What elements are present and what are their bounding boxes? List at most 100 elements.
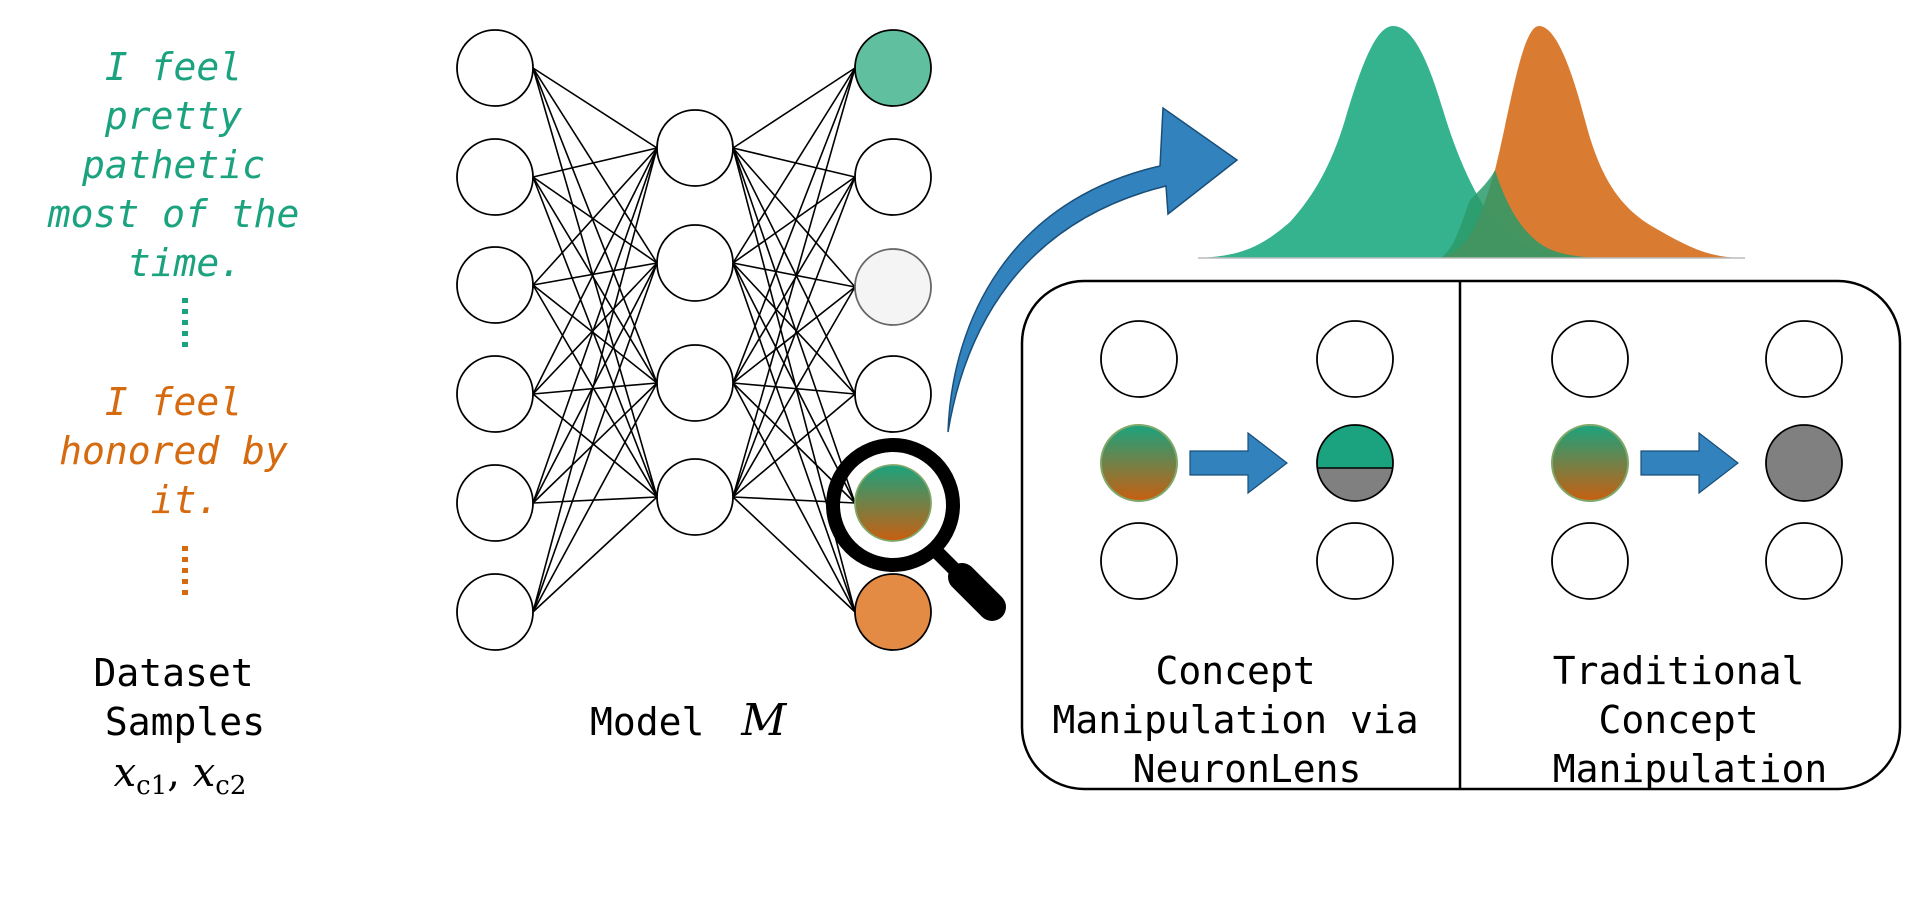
network-edge — [532, 382, 658, 504]
network-edge — [532, 67, 658, 498]
network-edge — [532, 147, 658, 286]
network-edge — [732, 67, 856, 149]
network-edge — [732, 67, 856, 384]
neuron-suppressed — [1765, 424, 1843, 502]
network-edge — [532, 382, 658, 613]
model-label: Model M — [590, 695, 787, 746]
network-edge — [732, 286, 856, 498]
network-edge — [532, 262, 658, 286]
neuron — [854, 138, 932, 216]
network-edge — [732, 382, 856, 395]
distribution-overlap — [1440, 170, 1600, 258]
curved-arrow-icon — [947, 106, 1239, 433]
network-edge — [732, 262, 856, 395]
dataset-label-line: Samples — [105, 700, 265, 744]
network-edge — [732, 382, 856, 613]
network-edge — [532, 262, 658, 613]
arrow-right-icon — [1189, 431, 1288, 495]
network-edge — [732, 393, 856, 498]
distribution-concept2 — [1440, 26, 1745, 258]
neuron — [1765, 320, 1843, 398]
panel-traditional: Traditional Concept Manipulation — [1551, 320, 1843, 791]
activation-distributions — [1198, 26, 1745, 259]
sample2-line: honored by — [59, 429, 288, 473]
distribution-concept1 — [1198, 26, 1600, 258]
panel-title-line: Traditional — [1553, 649, 1805, 693]
neuron — [456, 355, 534, 433]
neuron — [656, 224, 734, 302]
sample-text-concept1: I feel pretty pathetic most of the time. — [47, 45, 323, 285]
network-edge — [532, 176, 658, 264]
network-edge — [532, 393, 658, 498]
neuron-mixed — [1100, 424, 1178, 502]
panel-title-line: Manipulation via — [1053, 698, 1419, 742]
network-edge — [732, 262, 856, 288]
sample1-line: I feel — [105, 45, 242, 89]
dataset-samples: I feel pretty pathetic most of the time.… — [47, 45, 323, 801]
network-edge — [532, 147, 658, 178]
network-edge — [532, 67, 658, 264]
sample1-line: most of the — [47, 192, 300, 236]
neuron — [456, 246, 534, 324]
neuron — [1551, 522, 1629, 600]
sample2-line: it. — [151, 478, 220, 522]
sample1-line: time. — [128, 241, 242, 285]
network-edge — [532, 496, 658, 504]
neuron-light — [854, 248, 932, 326]
model-label-text: Model — [590, 700, 704, 744]
neuron-concept2 — [854, 573, 932, 651]
panel-title-line: Manipulation — [1553, 747, 1828, 791]
network-edge — [732, 176, 856, 264]
neuron-mixed — [1551, 424, 1629, 502]
neuron — [456, 573, 534, 651]
network-edge — [532, 284, 658, 498]
sample1-line: pathetic — [81, 143, 265, 187]
network-edges — [532, 67, 856, 613]
panel-title-line: Concept — [1155, 649, 1315, 693]
neuron — [456, 138, 534, 216]
neuron — [1316, 320, 1394, 398]
network-nodes — [456, 29, 932, 651]
network-edge — [532, 176, 658, 384]
network-edge — [732, 262, 856, 613]
arrow-right-icon — [1640, 431, 1739, 495]
network-edge — [532, 496, 658, 613]
network-edge — [732, 67, 856, 264]
neuron — [854, 355, 932, 433]
network-edge — [732, 147, 856, 178]
panel-title-neuronlens: Concept Manipulation via NeuronLens — [1053, 649, 1442, 791]
network-edge — [732, 147, 856, 288]
dataset-label: Dataset Samples — [93, 651, 276, 744]
network-edge — [532, 147, 658, 504]
neuron — [1316, 522, 1394, 600]
neuron — [1765, 522, 1843, 600]
network-edge — [732, 147, 856, 395]
panel-title-line: NeuronLens — [1133, 747, 1362, 791]
network-edge — [732, 147, 856, 504]
neuron — [656, 109, 734, 187]
network-edge — [732, 67, 856, 498]
neuron — [656, 458, 734, 536]
model-symbol: M — [740, 695, 787, 746]
network-edge — [532, 67, 658, 149]
panel-title-traditional: Traditional Concept Manipulation — [1553, 649, 1828, 791]
neuron-mixed-inspected — [854, 464, 932, 542]
sample2-line: I feel — [105, 380, 242, 424]
neuron-concept1 — [854, 29, 932, 107]
network-edge — [732, 262, 856, 504]
network-edge — [532, 284, 658, 384]
network-edge — [532, 262, 658, 395]
dataset-label-line: Dataset — [93, 651, 253, 695]
neuron — [1551, 320, 1629, 398]
neuron — [456, 29, 534, 107]
network-edge — [732, 176, 856, 498]
network-edge — [532, 147, 658, 395]
network-edge — [532, 147, 658, 613]
comparison-box: Concept Manipulation via NeuronLens Trad… — [1020, 279, 1902, 791]
network-edge — [532, 382, 658, 395]
panel-title-line: Concept — [1598, 698, 1758, 742]
neuron — [1100, 522, 1178, 600]
model-network — [456, 29, 932, 651]
neuron — [656, 344, 734, 422]
